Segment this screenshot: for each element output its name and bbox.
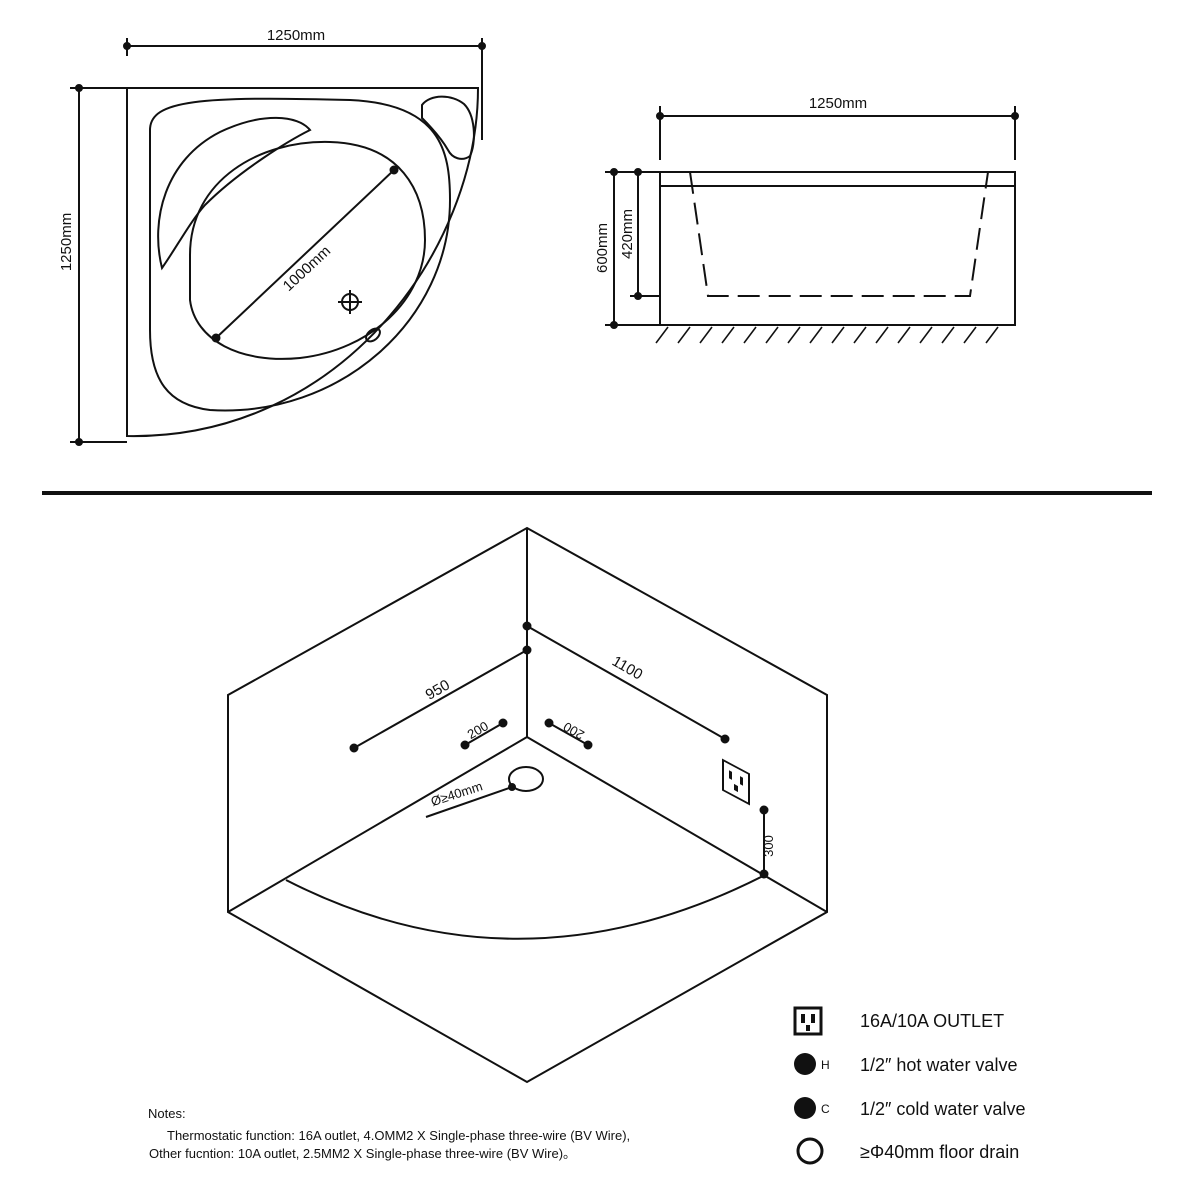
floor-hatch-line (831, 326, 845, 344)
legend-cold-label: 1/2″ cold water valve (860, 1099, 1025, 1119)
notes-line-1: Thermostatic function: 16A outlet, 4.OMM… (167, 1128, 630, 1143)
legend-outlet-icon (793, 1006, 823, 1036)
legend-cold-tag: C (821, 1102, 830, 1116)
floor-hatch-line (853, 326, 867, 344)
legend-cold-valve-icon (794, 1097, 816, 1119)
floor-hatch-line (809, 326, 823, 344)
notes: Notes: Thermostatic function: 16A outlet… (148, 1106, 630, 1161)
tub-armrest (157, 116, 312, 271)
floor-hatch-line (721, 326, 735, 344)
floor-hatch-line (963, 326, 977, 344)
side-inner-depth-label: 420mm (619, 209, 636, 259)
tub-inner-rim (149, 97, 452, 412)
legend: H C 16A/10A OUTLET 1/2″ hot water valve … (793, 1006, 1025, 1165)
top-width-label: 1250mm (267, 27, 325, 44)
notes-title: Notes: (148, 1106, 186, 1121)
top-view (70, 38, 486, 446)
room-outline (227, 526, 828, 1084)
side-width-label: 1250mm (809, 95, 867, 112)
wall-outlet (722, 758, 750, 806)
floor-hatch-line (941, 326, 955, 344)
room-right-wall-label: 1100 (609, 653, 645, 684)
floor-hatch-line (787, 326, 801, 344)
legend-hot-label: 1/2″ hot water valve (860, 1055, 1017, 1075)
legend-hot-valve-icon (794, 1053, 816, 1075)
floor-hatch-line (897, 326, 911, 344)
floor-hatch-line (875, 326, 889, 344)
tub-footprint-arc (285, 874, 766, 940)
legend-outlet-label: 16A/10A OUTLET (860, 1011, 1004, 1031)
floor-drain (508, 766, 544, 792)
floor-hatch-line (743, 326, 757, 344)
side-floor-hatching (655, 326, 999, 344)
side-tub-basin-dashed (689, 171, 989, 297)
floor-hatch-line (985, 326, 999, 344)
notes-line-2: Other fucntion: 10A outlet, 2.5MM2 X Sin… (149, 1146, 576, 1161)
room-left-offset-label: 200 (465, 718, 491, 742)
legend-hot-tag: H (821, 1058, 830, 1072)
tub-overflow (365, 327, 381, 343)
room-left-wall-label: 950 (423, 676, 453, 703)
top-diagonal-label: 1000mm (280, 243, 334, 295)
room-right-offset-label: 200 (561, 719, 587, 743)
side-view (605, 106, 1019, 329)
side-total-height-label: 600mm (594, 223, 611, 273)
top-height-label: 1250mm (58, 213, 75, 271)
floor-hatch-line (765, 326, 779, 344)
tub-headrest (421, 95, 475, 160)
legend-floor-drain-icon (796, 1137, 824, 1165)
room-outlet-height-label: 300 (761, 835, 776, 857)
floor-hatch-line (919, 326, 933, 344)
legend-drain-label: ≥Φ40mm floor drain (860, 1142, 1019, 1162)
floor-hatch-line (655, 326, 669, 344)
tub-basin (189, 140, 427, 360)
side-tub-body (659, 171, 1016, 326)
floor-hatch-line (699, 326, 713, 344)
room-drain-label: Ø≥40mm (429, 778, 484, 809)
room-view (227, 526, 828, 1084)
floor-hatch-line (677, 326, 691, 344)
